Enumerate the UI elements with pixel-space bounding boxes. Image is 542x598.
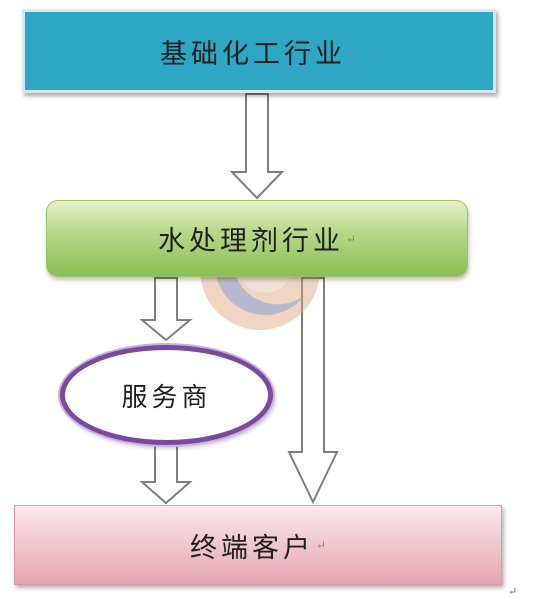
paragraph-mark-icon: ↵ xyxy=(345,231,357,246)
middle-box-label: 水处理剂行业 xyxy=(157,226,344,257)
arrow-middle-to-service xyxy=(139,277,193,342)
paragraph-mark-icon: ↵ xyxy=(508,585,518,598)
end-customer-box: 终端客户 ↵ xyxy=(14,505,502,585)
arrow-middle-to-customer xyxy=(287,277,339,505)
top-box-label: 基础化工行业 xyxy=(159,38,346,70)
paragraph-mark-icon: ↵ xyxy=(315,538,327,552)
basic-chemical-industry-box: 基础化工行业 ↵ xyxy=(22,9,496,93)
paragraph-mark-icon: ↵ xyxy=(347,44,359,58)
oval-label: 服务商 xyxy=(121,382,212,413)
arrow-service-to-customer xyxy=(139,437,193,505)
bottom-box-label: 终端客户 xyxy=(189,532,314,564)
arrow-top-to-middle xyxy=(229,93,285,200)
water-treatment-industry-box: 水处理剂行业 ↵ xyxy=(46,200,468,277)
service-provider-oval: 服务商 xyxy=(60,345,273,445)
